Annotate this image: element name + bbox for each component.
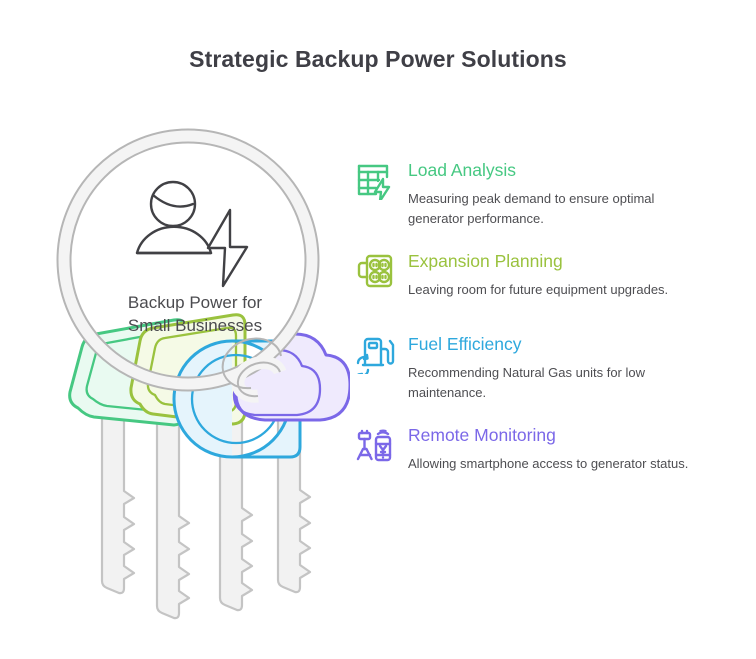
feature-list: Load Analysis Measuring peak demand to e… bbox=[355, 158, 730, 506]
center-label: Backup Power for Small Businesses bbox=[95, 291, 295, 337]
feature-item-load-analysis[interactable]: Load Analysis Measuring peak demand to e… bbox=[355, 158, 730, 228]
person-with-lightning-bolt-icon bbox=[135, 180, 249, 288]
feature-item-remote-monitoring[interactable]: Remote Monitoring Allowing smartphone ac… bbox=[355, 423, 730, 485]
fuel-pump-recycle-icon bbox=[356, 337, 395, 374]
feature-description: Leaving room for future equipment upgrad… bbox=[408, 282, 669, 297]
feature-description: Allowing smartphone access to generator … bbox=[408, 456, 689, 471]
feature-title: Load Analysis bbox=[408, 160, 516, 180]
feature-description: Measuring peak demand to ensure optimal … bbox=[408, 191, 655, 226]
generator-smartphone-signal-icon bbox=[356, 429, 392, 462]
key-ring-loop bbox=[221, 337, 287, 403]
center-label-line1: Backup Power for bbox=[127, 293, 263, 312]
feature-title: Fuel Efficiency bbox=[408, 334, 522, 354]
keyring-graphic bbox=[56, 128, 350, 620]
feature-title: Expansion Planning bbox=[408, 251, 563, 271]
power-strip-outlets-icon bbox=[357, 254, 393, 288]
spreadsheet-lightning-icon bbox=[357, 164, 391, 200]
key-head-remote-monitoring bbox=[232, 332, 350, 422]
key-ring bbox=[56, 128, 320, 392]
feature-title: Remote Monitoring bbox=[408, 425, 556, 445]
feature-item-expansion-planning[interactable]: Expansion Planning Leaving room for futu… bbox=[355, 249, 730, 311]
feature-item-fuel-efficiency[interactable]: Fuel Efficiency Recommending Natural Gas… bbox=[355, 332, 730, 402]
feature-description: Recommending Natural Gas units for low m… bbox=[408, 365, 645, 400]
keyring-illustration: Backup Power for Small Businesses bbox=[40, 108, 350, 628]
center-label-line2: Small Businesses bbox=[127, 316, 263, 335]
page-title: Strategic Backup Power Solutions bbox=[189, 46, 567, 72]
